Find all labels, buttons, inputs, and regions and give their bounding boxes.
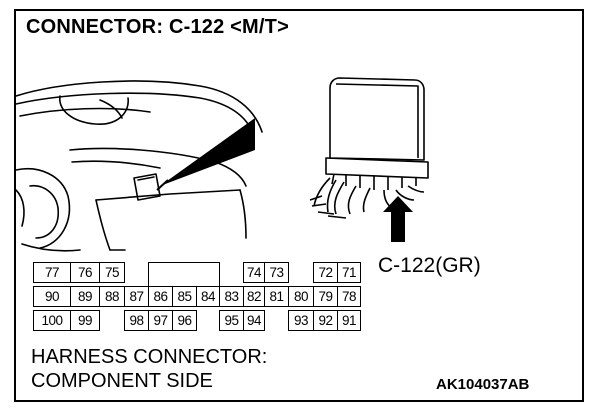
pin-cell: 88	[99, 286, 125, 307]
diagram-frame	[14, 9, 584, 402]
pin-cell: 78	[337, 286, 361, 307]
dashboard-drawing	[15, 80, 263, 252]
pin-cell: 94	[243, 310, 265, 331]
caption-line-2: COMPONENT SIDE	[31, 370, 213, 392]
pin-cell: 79	[313, 286, 338, 307]
pin-cell: 84	[196, 286, 220, 307]
pin-cell: 73	[264, 262, 289, 283]
arrow-up-icon	[383, 196, 413, 242]
pointer-wedge	[160, 118, 255, 186]
pin-cell: 86	[148, 286, 173, 307]
pin-cell: 81	[264, 286, 289, 307]
pin-cell: 93	[288, 310, 314, 331]
pin-cell: 89	[70, 286, 100, 307]
figure-code: AK104037AB	[436, 376, 530, 393]
pin-cell: 99	[70, 310, 100, 331]
page-title: CONNECTOR: C-122 <M/T>	[26, 16, 289, 38]
pin-cell: 71	[337, 262, 361, 283]
pin-cell: 82	[243, 286, 265, 307]
pin-cell: 97	[148, 310, 173, 331]
pin-cell: 90	[33, 286, 71, 307]
pin-cell: 100	[33, 310, 71, 331]
pin-cell: 77	[33, 262, 71, 283]
pin-cell: 95	[219, 310, 244, 331]
pin-cell: 92	[313, 310, 338, 331]
pin-cell: 87	[124, 286, 149, 307]
caption-line-1: HARNESS CONNECTOR:	[31, 346, 268, 368]
connector-label: C-122(GR)	[378, 254, 481, 277]
pin-cell: 75	[99, 262, 125, 283]
connector-drawing	[309, 77, 429, 219]
pin-cell: 83	[219, 286, 244, 307]
pin-cell: 80	[288, 286, 314, 307]
pin-cell: 85	[172, 286, 197, 307]
pin-cell: 72	[313, 262, 338, 283]
connector-key-slot	[148, 262, 220, 290]
pin-cell: 91	[337, 310, 361, 331]
pin-cell: 98	[124, 310, 149, 331]
pin-cell: 76	[70, 262, 100, 283]
pin-cell: 96	[172, 310, 197, 331]
pin-cell: 74	[243, 262, 265, 283]
